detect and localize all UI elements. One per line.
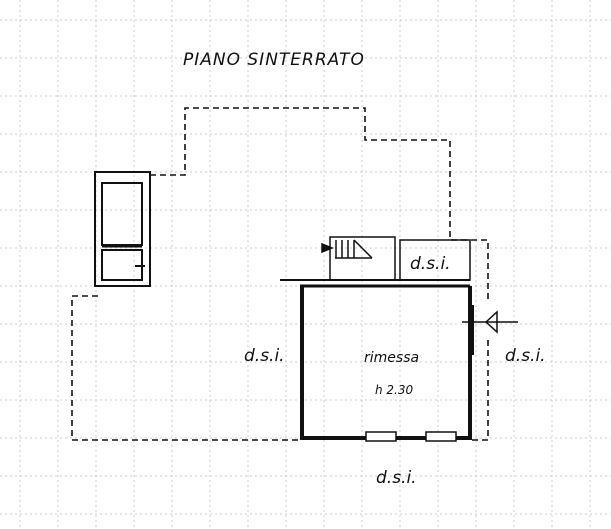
plan-title: PIANO SINTERRATO — [183, 50, 365, 70]
label-dsi-top: d.s.i. — [410, 254, 451, 274]
walls — [280, 239, 474, 442]
label-dsi-right: d.s.i. — [505, 346, 546, 366]
outline-dashed — [71, 107, 489, 441]
chimney-block — [94, 171, 151, 287]
room-name: rimessa — [364, 350, 420, 366]
label-dsi-bottom: d.s.i. — [376, 468, 417, 488]
room-height: h 2.30 — [375, 383, 414, 397]
stair — [321, 236, 396, 281]
label-dsi-left: d.s.i. — [244, 346, 285, 366]
entrance-arrow-icon — [462, 310, 518, 334]
